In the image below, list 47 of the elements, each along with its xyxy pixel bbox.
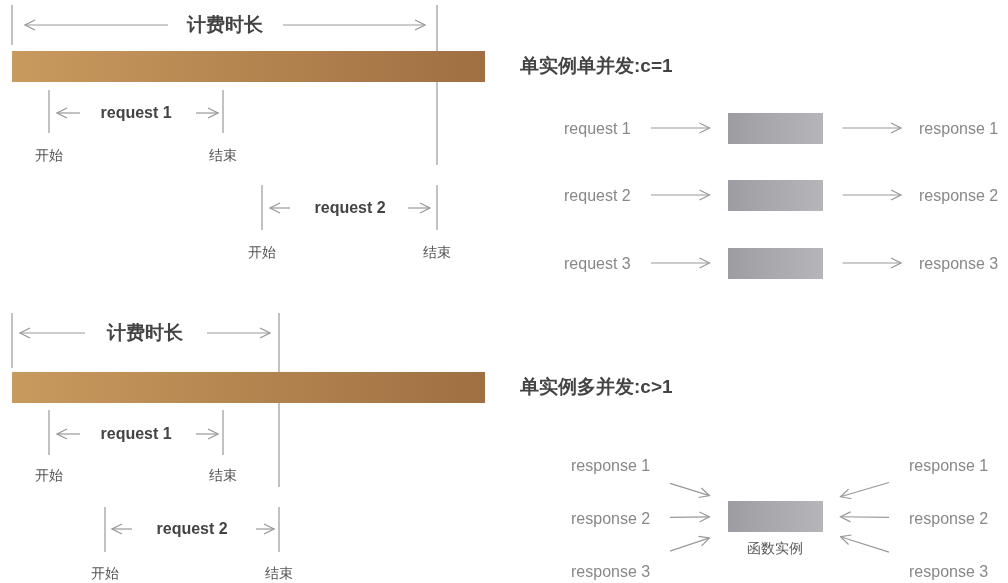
start-label: 开始 bbox=[91, 564, 119, 582]
arrow bbox=[841, 257, 902, 269]
flow-label: response 3 bbox=[919, 253, 999, 273]
flow-label: response 1 bbox=[909, 455, 989, 475]
arrow bbox=[669, 482, 711, 499]
request-label: request 2 bbox=[314, 198, 386, 218]
start-label: 开始 bbox=[35, 466, 63, 484]
section-title: 单实例多并发:c>1 bbox=[520, 375, 673, 399]
flow-label: request 3 bbox=[564, 253, 631, 273]
arrow bbox=[669, 535, 711, 552]
arrow bbox=[650, 189, 711, 201]
flow-label: response 2 bbox=[571, 508, 651, 528]
arrow bbox=[839, 481, 890, 500]
arrow bbox=[839, 511, 890, 523]
box-caption: 函数实例 bbox=[747, 539, 803, 557]
arrow bbox=[841, 122, 902, 134]
arrow bbox=[669, 511, 711, 523]
arrow bbox=[650, 257, 711, 269]
start-label: 开始 bbox=[248, 243, 276, 261]
arrow bbox=[839, 534, 890, 553]
request-label: request 1 bbox=[100, 424, 172, 444]
request-label: request 2 bbox=[156, 519, 228, 539]
request-label: request 1 bbox=[100, 103, 172, 123]
flow-label: response 3 bbox=[909, 561, 989, 581]
flow-label: response 1 bbox=[571, 455, 651, 475]
end-label: 结束 bbox=[423, 243, 451, 261]
flow-label: response 2 bbox=[919, 185, 999, 205]
instance-box bbox=[727, 500, 823, 532]
flow-label: response 1 bbox=[919, 118, 999, 138]
end-label: 结束 bbox=[209, 466, 237, 484]
arrow bbox=[841, 189, 902, 201]
flow-label: request 1 bbox=[564, 118, 631, 138]
duration-label: 计费时长 bbox=[107, 321, 183, 345]
flow-label: response 2 bbox=[909, 508, 989, 528]
instance-box bbox=[727, 179, 823, 211]
end-label: 结束 bbox=[209, 146, 237, 164]
end-label: 结束 bbox=[265, 564, 293, 582]
billing-bar bbox=[12, 51, 485, 82]
start-label: 开始 bbox=[35, 146, 63, 164]
instance-box bbox=[727, 112, 823, 144]
flow-label: request 2 bbox=[564, 185, 631, 205]
section-title: 单实例单并发:c=1 bbox=[520, 54, 673, 78]
flow-label: response 3 bbox=[571, 561, 651, 581]
billing-bar bbox=[12, 372, 485, 403]
instance-box bbox=[727, 247, 823, 279]
duration-label: 计费时长 bbox=[187, 13, 263, 37]
arrow bbox=[650, 122, 711, 134]
